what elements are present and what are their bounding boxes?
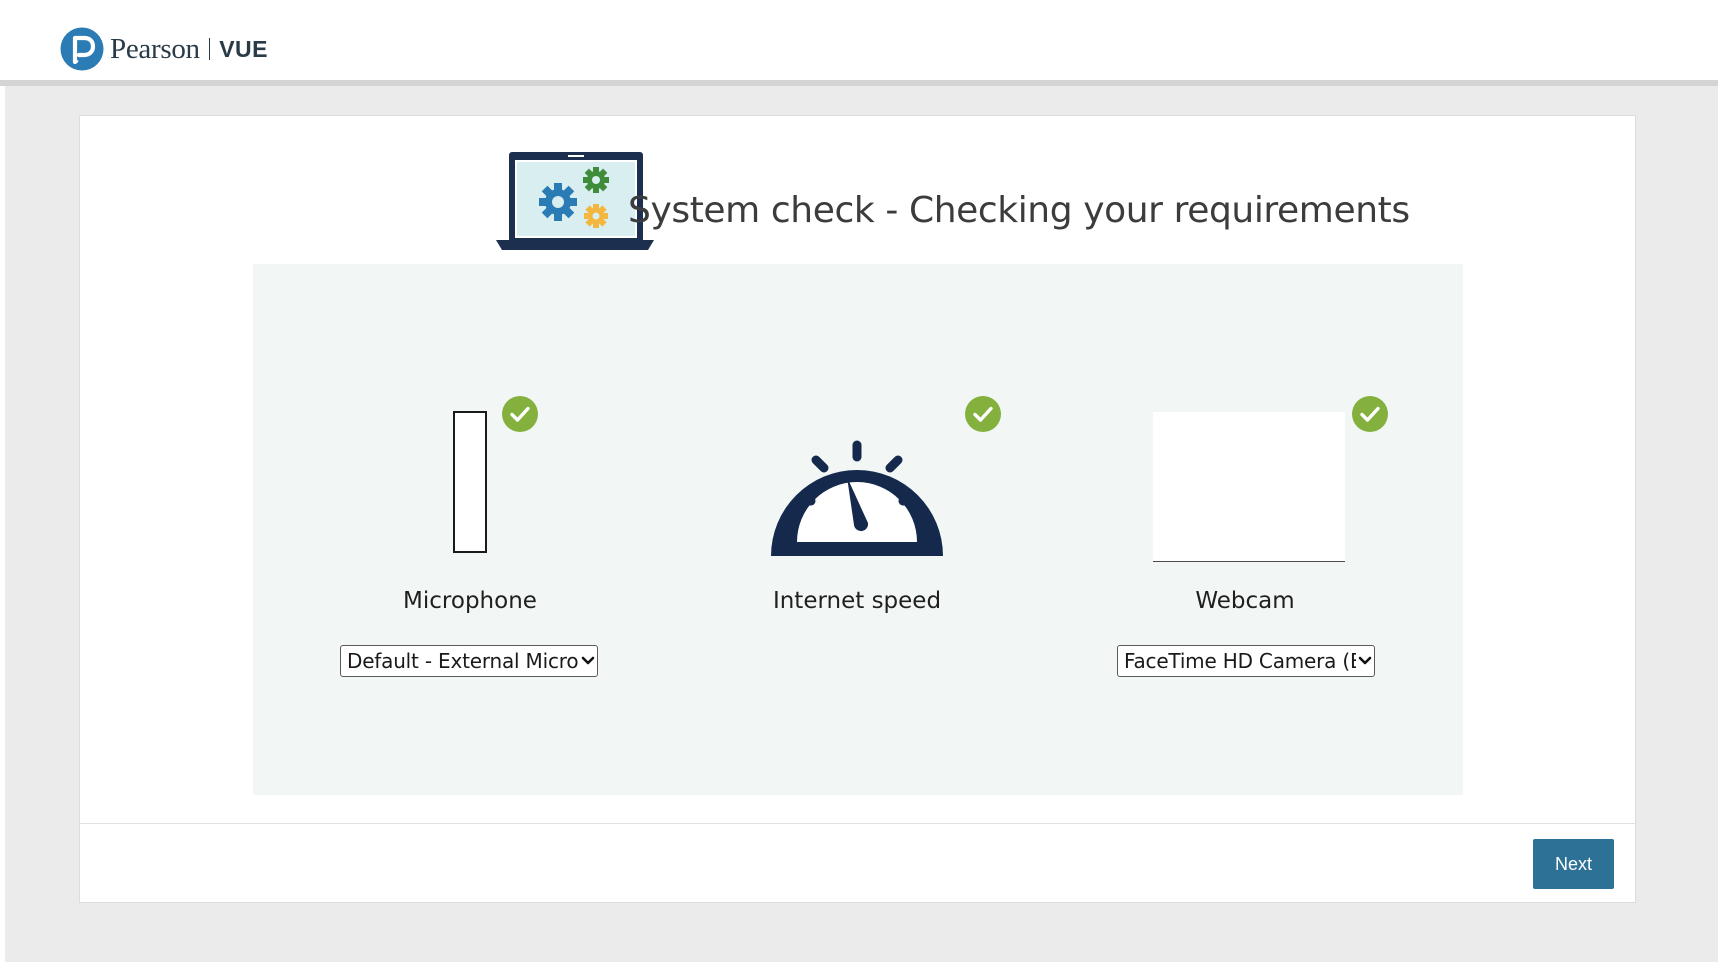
chevron-down-icon — [1356, 646, 1374, 676]
microphone-label: Microphone — [403, 588, 537, 614]
brand-name: Pearson — [110, 32, 200, 65]
laptop-gears-icon — [496, 152, 654, 250]
card-footer-divider — [80, 823, 1635, 824]
next-button[interactable]: Next — [1533, 839, 1614, 889]
pearson-vue-logo[interactable]: Pearson VUE — [60, 25, 268, 73]
pearson-logo-icon — [60, 27, 104, 71]
brand-separator — [208, 38, 211, 60]
system-check-card: System check - Checking your requirement… — [79, 115, 1636, 903]
webcam-label: Webcam — [1195, 588, 1295, 614]
webcam-preview — [1153, 412, 1345, 562]
checks-panel: Microphone Default - External Microphone… — [253, 264, 1463, 795]
microphone-level-meter — [453, 411, 487, 553]
left-edge — [0, 86, 5, 962]
speedometer-icon — [771, 440, 943, 556]
webcam-selected-device: FaceTime HD Camera (Built-in) — [1124, 649, 1356, 673]
top-header: Pearson VUE — [0, 0, 1718, 86]
webcam-select[interactable]: FaceTime HD Camera (Built-in) — [1117, 645, 1375, 677]
chevron-down-icon — [579, 646, 597, 676]
microphone-selected-device: Default - External Microphone — [347, 649, 579, 673]
internet-status-check-icon — [965, 396, 1001, 432]
webcam-status-check-icon — [1352, 396, 1388, 432]
page-title: System check - Checking your requirement… — [628, 190, 1410, 232]
microphone-status-check-icon — [502, 396, 538, 432]
internet-speed-label: Internet speed — [772, 588, 942, 614]
brand-product: VUE — [219, 35, 269, 62]
microphone-select[interactable]: Default - External Microphone — [340, 645, 598, 677]
